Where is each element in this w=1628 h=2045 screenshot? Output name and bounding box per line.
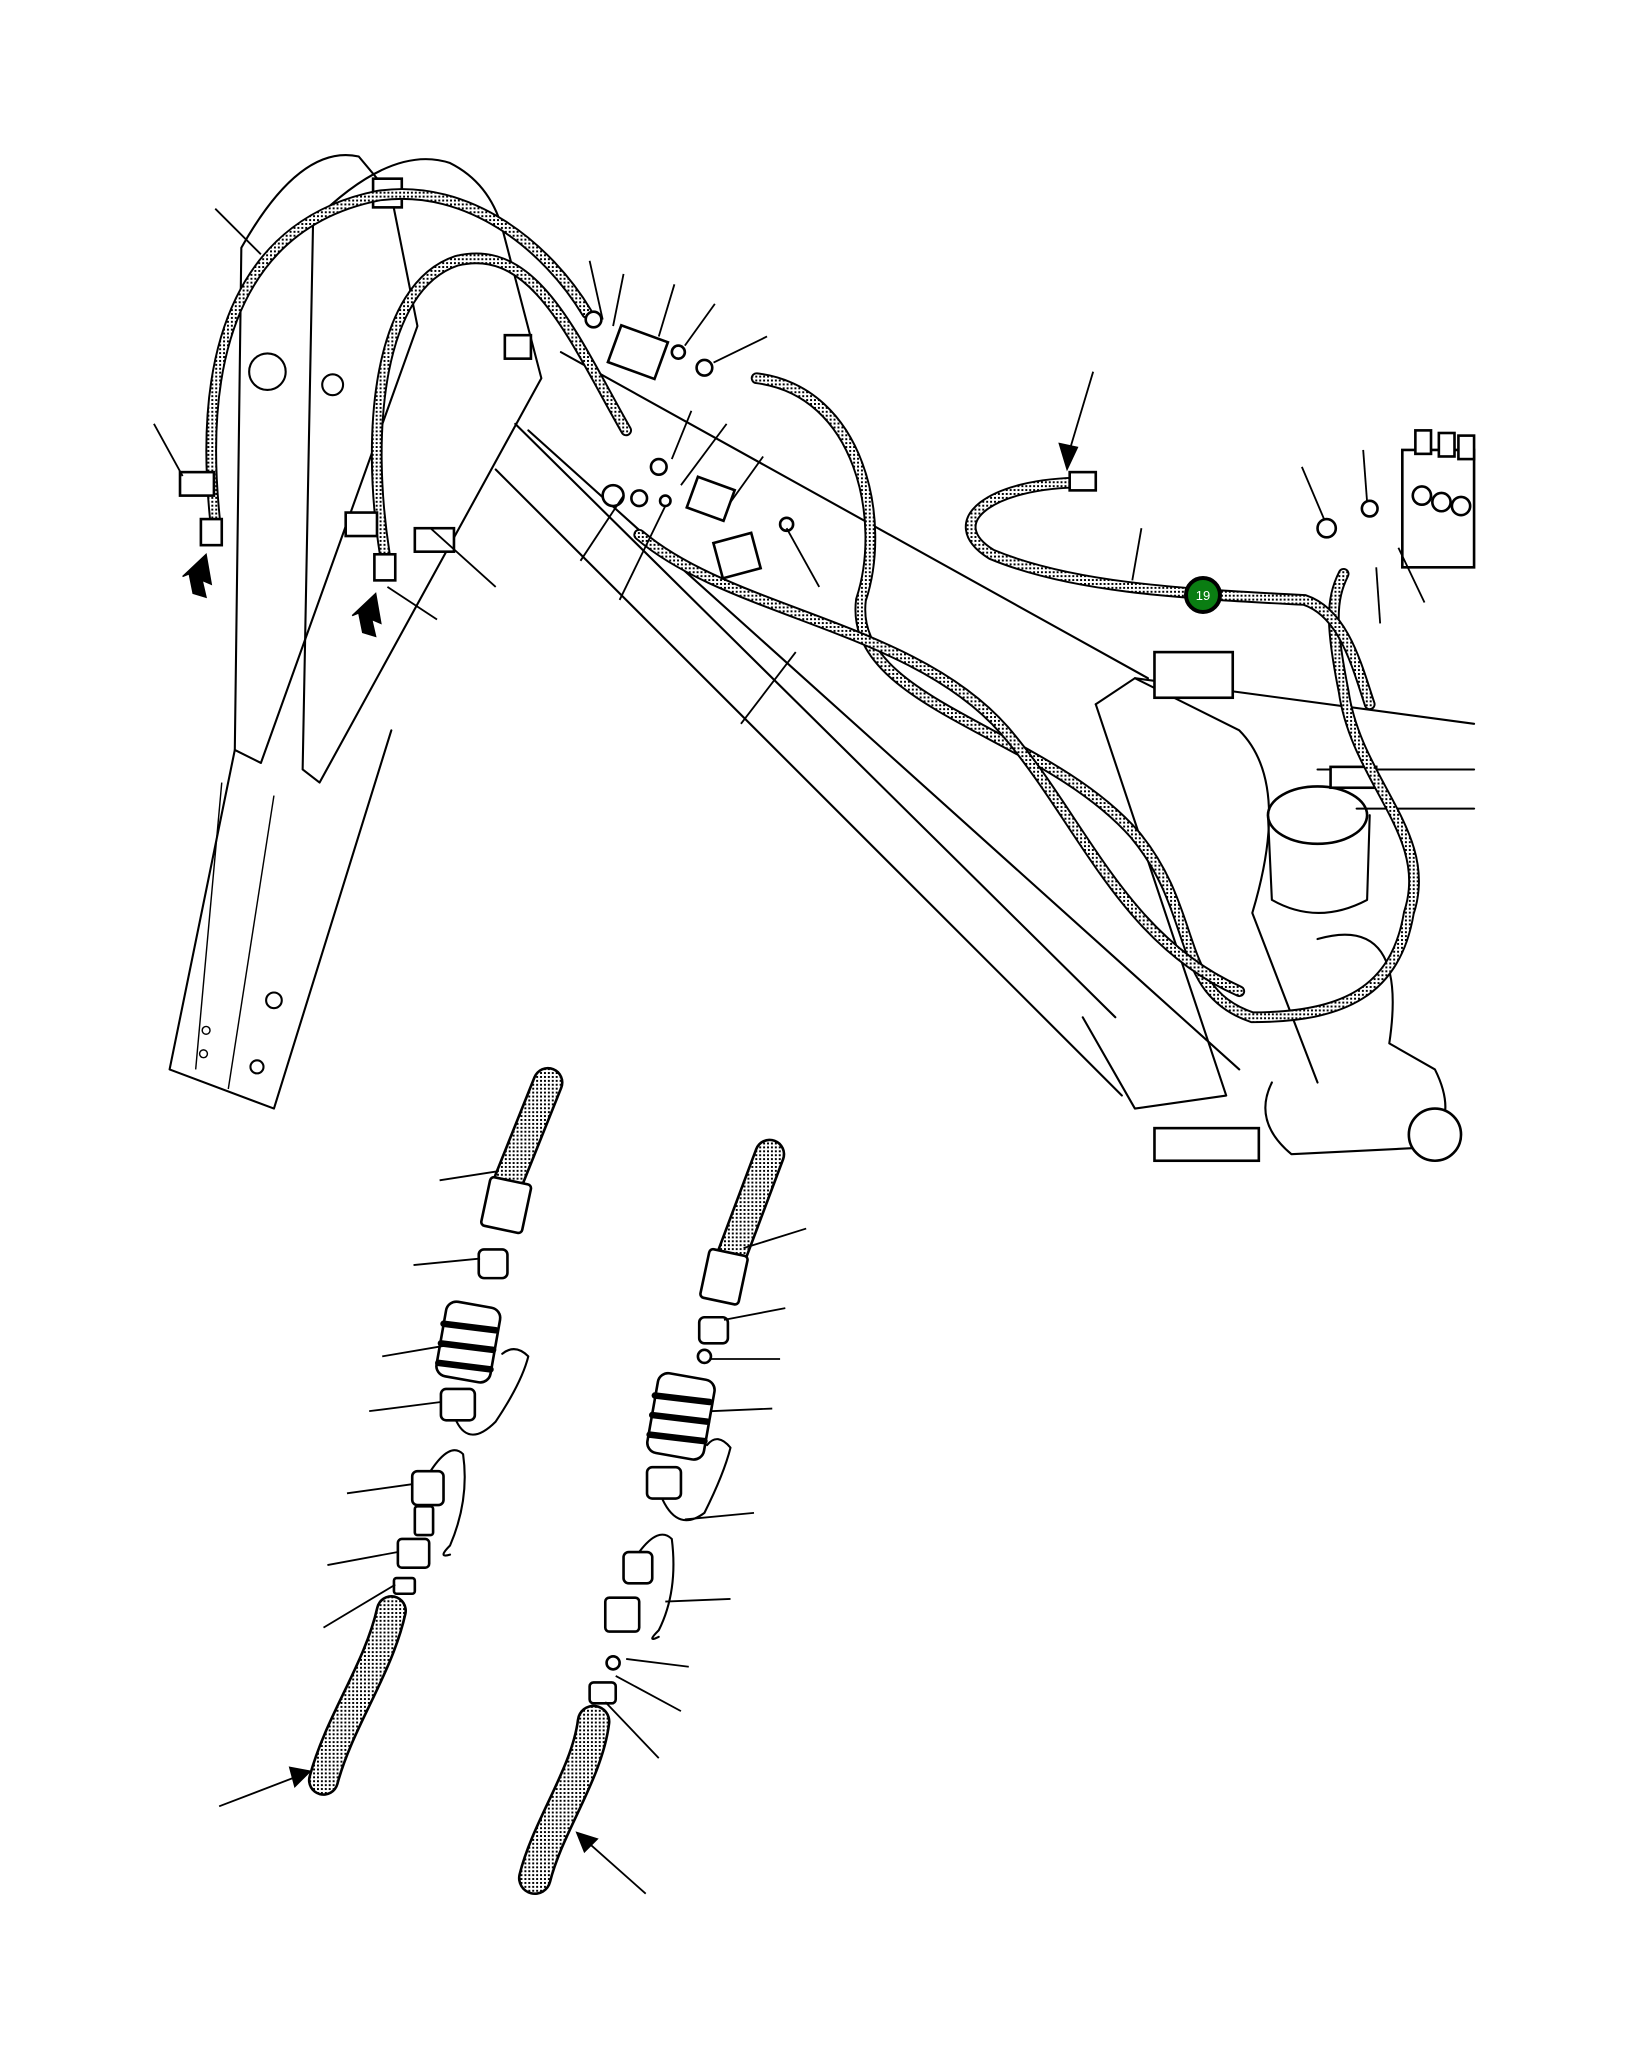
control-valve [1316,429,1476,569]
coupling-assembly-left [307,1066,564,1796]
hose-assemblies [205,188,1420,1024]
boom [494,351,1476,1163]
leader-lines [153,208,1426,1759]
dipper-arm [168,154,543,1110]
coupler-body [435,1300,502,1384]
callout-badge[interactable]: 19 [1184,576,1222,614]
arrow-icon [182,371,1095,1895]
fittings [178,310,795,582]
coupling-assembly-right [517,1138,786,1896]
coupler-body-2 [646,1371,716,1461]
